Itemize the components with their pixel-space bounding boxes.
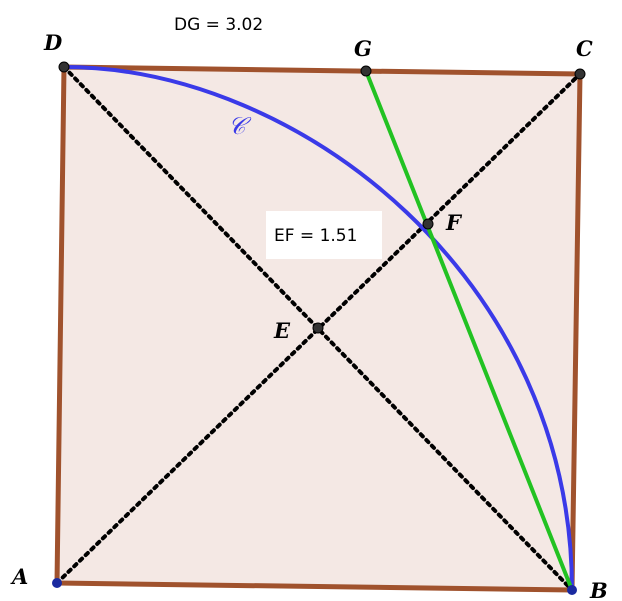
label-a: A: [10, 564, 28, 589]
point-f[interactable]: [422, 218, 434, 230]
point-g[interactable]: [360, 65, 372, 77]
label-g: G: [354, 36, 372, 61]
measure-ef: EF = 1.51: [274, 226, 357, 246]
segment-gb[interactable]: [364, 70, 574, 591]
point-d[interactable]: [58, 61, 70, 73]
label-b: B: [589, 578, 608, 601]
label-f: F: [445, 210, 463, 235]
measure-ef-box: [266, 211, 382, 259]
point-c[interactable]: [574, 68, 586, 80]
label-d: D: [43, 30, 63, 55]
measure-dg: DG = 3.02: [174, 15, 263, 35]
point-e[interactable]: [312, 322, 324, 334]
point-a[interactable]: [52, 578, 62, 588]
label-e: E: [273, 318, 291, 343]
arc-c[interactable]: [63, 65, 574, 591]
point-b[interactable]: [567, 585, 577, 595]
label-c: C: [576, 36, 593, 61]
